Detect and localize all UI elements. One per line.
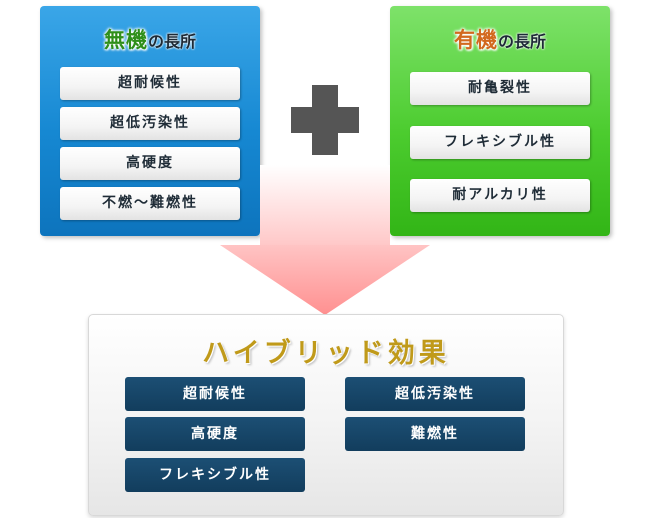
down-arrow-head: [220, 245, 430, 315]
hybrid-panel: ハイブリッド効果 超耐候性 超低汚染性 高硬度 難燃性 フレキシブル性: [88, 314, 564, 516]
inorganic-title-suffix: の長所: [147, 32, 196, 51]
inorganic-item: 超耐候性: [60, 67, 240, 100]
hybrid-item: フレキシブル性: [125, 458, 305, 492]
organic-item: 耐アルカリ性: [410, 179, 590, 212]
hybrid-item: 超低汚染性: [345, 377, 525, 411]
hybrid-item: 高硬度: [125, 417, 305, 451]
organic-item: フレキシブル性: [410, 126, 590, 159]
organic-panel-title: 有機の長所: [390, 24, 610, 54]
inorganic-panel-title: 無機の長所: [40, 24, 260, 54]
organic-title-suffix: の長所: [497, 32, 546, 51]
organic-panel: 有機の長所 耐亀裂性 フレキシブル性 耐アルカリ性: [390, 6, 610, 236]
hybrid-item: 超耐候性: [125, 377, 305, 411]
inorganic-item: 不燃～難燃性: [60, 187, 240, 220]
inorganic-title-main: 無機: [103, 28, 148, 52]
inorganic-item: 超低汚染性: [60, 107, 240, 140]
hybrid-item: 難燃性: [345, 417, 525, 451]
inorganic-panel: 無機の長所 超耐候性 超低汚染性 高硬度 不燃～難燃性: [40, 6, 260, 236]
hybrid-title: ハイブリッド効果: [202, 338, 450, 369]
down-arrow-shaft: [260, 165, 390, 245]
inorganic-item: 高硬度: [60, 147, 240, 180]
organic-title-main: 有機: [453, 28, 498, 52]
organic-item: 耐亀裂性: [410, 72, 590, 105]
plus-icon-horizontal: [291, 107, 359, 133]
